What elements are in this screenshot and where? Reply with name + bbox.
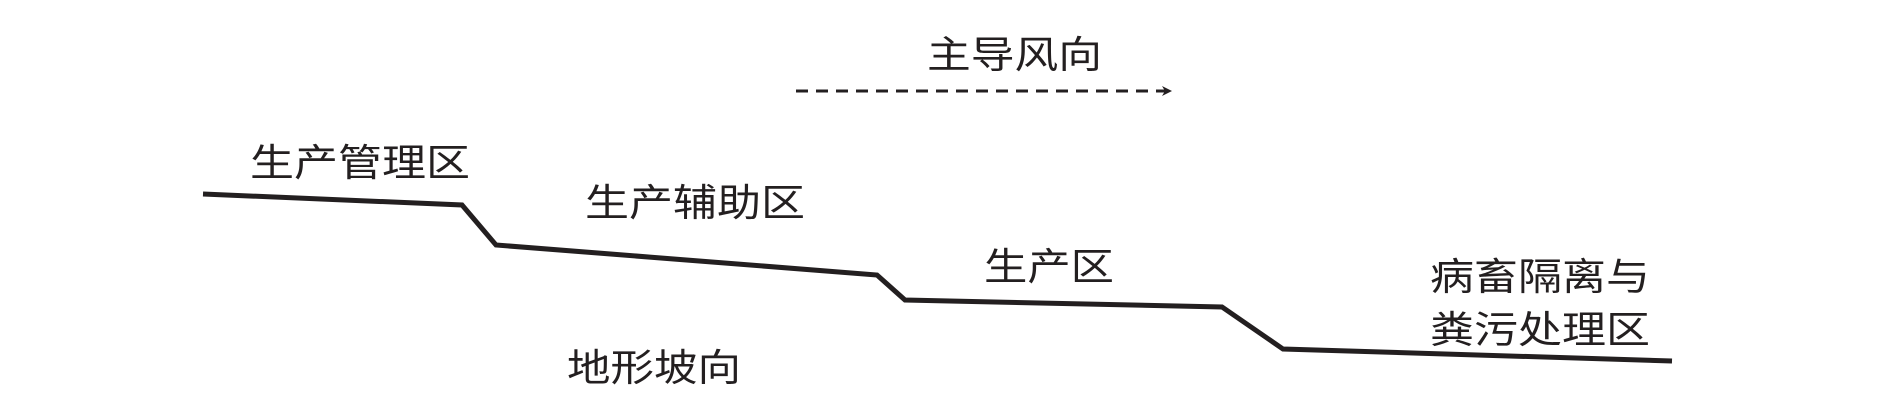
zone-label-production: 生产区 [984, 245, 1114, 289]
wind-direction-label: 主导风向 [927, 33, 1102, 77]
zone-label-auxiliary: 生产辅助区 [585, 181, 805, 225]
terrain-slope-line [202, 191, 1673, 364]
slope-direction-label: 地形坡向 [567, 346, 741, 390]
zone-label-management: 生产管理区 [250, 141, 470, 185]
zone-label-isolation-line1: 病畜隔离与 [1430, 255, 1650, 299]
zone-label-isolation-line2: 粪污处理区 [1430, 308, 1650, 352]
